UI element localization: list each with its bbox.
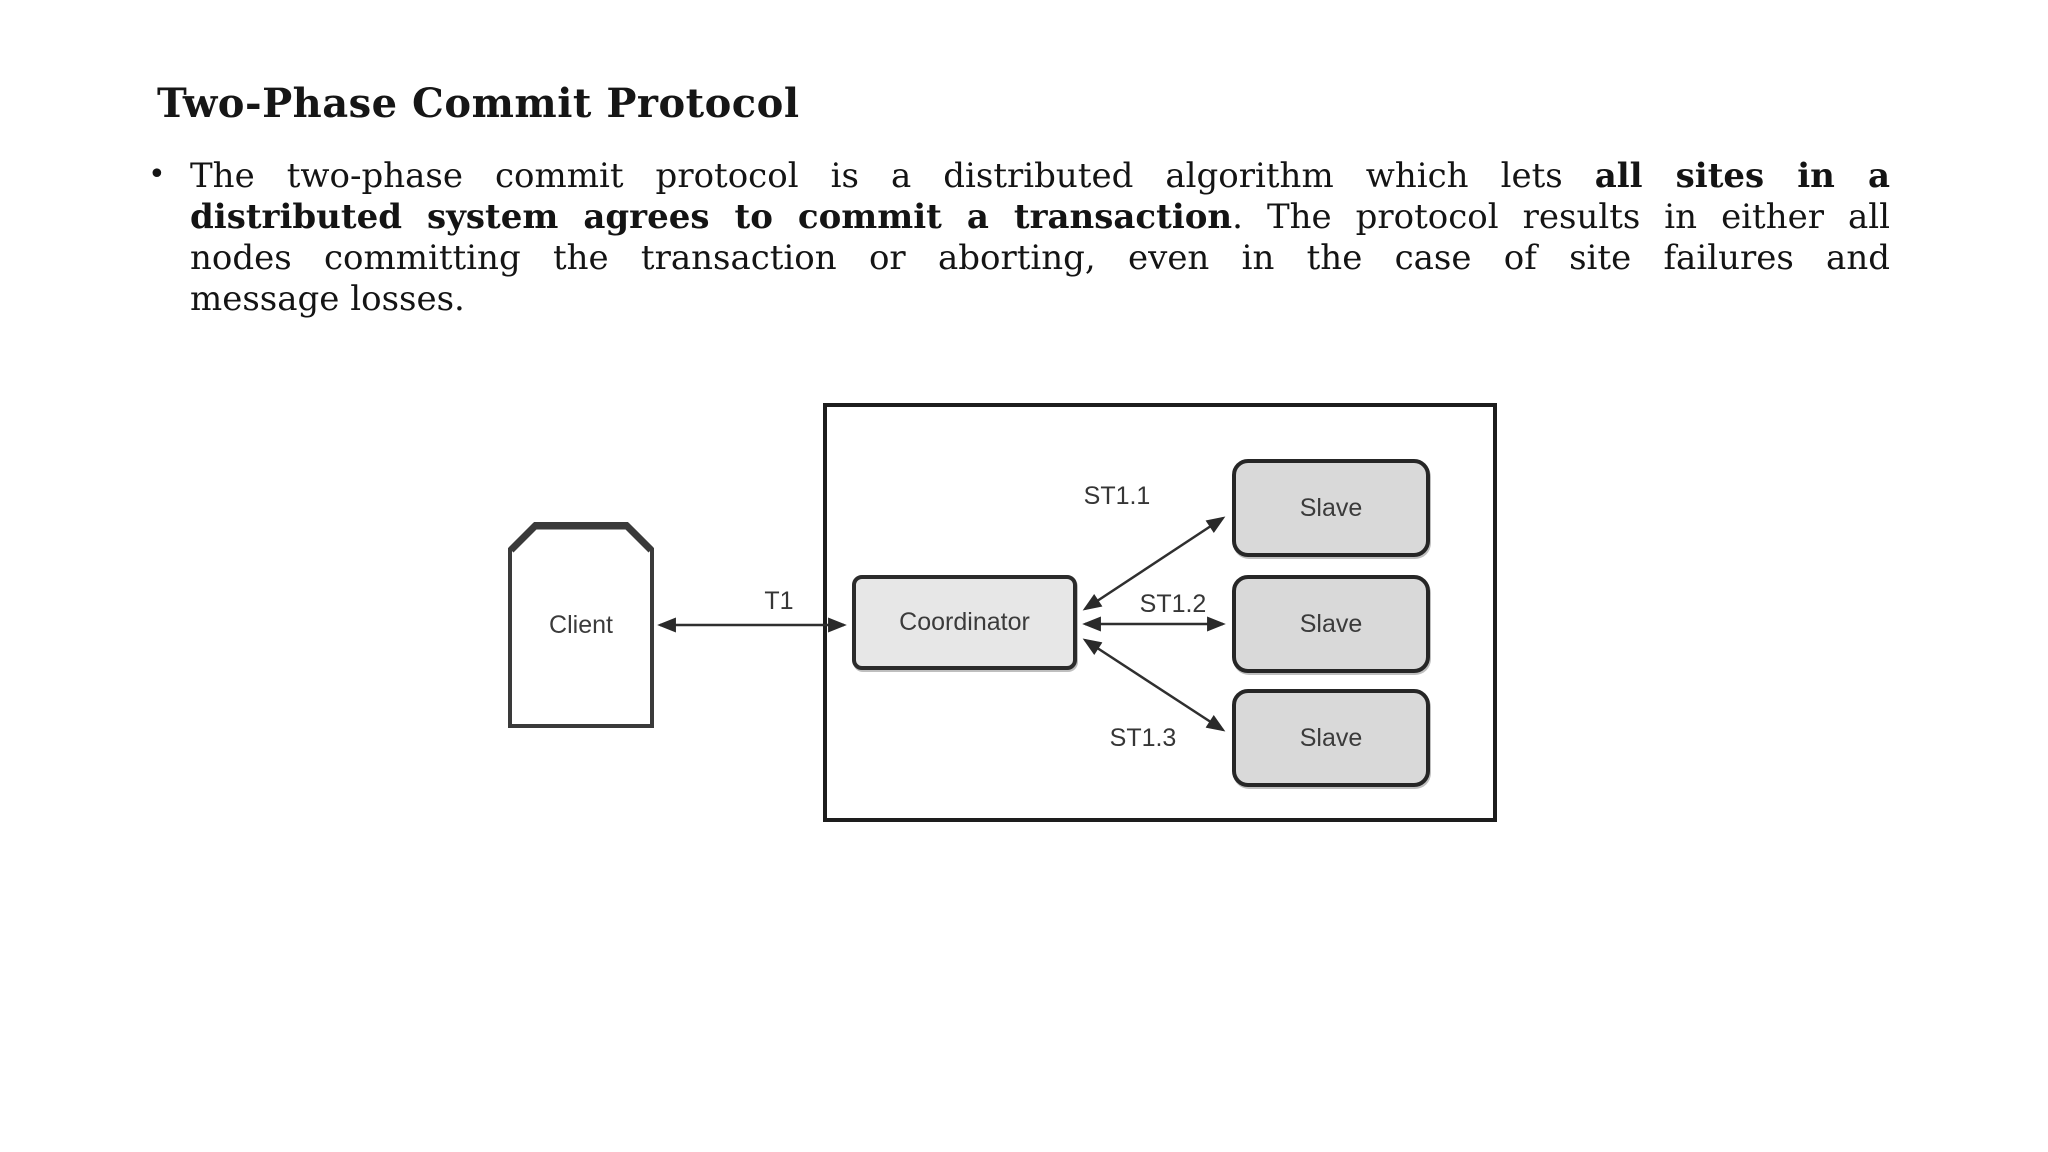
body-text: The two-phase commit protocol is a distr…	[190, 156, 1595, 196]
body-text: nodes committing the transaction or abor…	[190, 238, 1890, 278]
slave-node-3: Slave	[1232, 689, 1430, 787]
slave-node-1: Slave	[1232, 459, 1430, 557]
bullet-marker: •	[148, 157, 166, 192]
st12-edge-label: ST1.2	[1139, 590, 1207, 618]
page-title: Two-Phase Commit Protocol	[157, 80, 800, 127]
body-text: . The protocol results in either all	[1232, 197, 1890, 237]
slave-node-2: Slave	[1232, 575, 1430, 673]
st13-edge-label: ST1.3	[1109, 724, 1177, 752]
st13-arrow	[1082, 638, 1226, 732]
body-line: nodes committing the transaction or abor…	[190, 238, 1890, 279]
body-paragraph: • The two-phase commit protocol is a dis…	[148, 156, 1890, 320]
coordinator-node: Coordinator	[852, 575, 1077, 670]
st11-arrow	[1082, 516, 1226, 611]
body-line: distributed system agrees to commit a tr…	[190, 197, 1890, 238]
st11-edge-label: ST1.1	[1083, 482, 1151, 510]
client-shape-top-edge	[508, 522, 654, 553]
t1-edge-label: T1	[764, 587, 794, 615]
body-text-bold: distributed system agrees to commit a tr…	[190, 197, 1233, 237]
body-text-bold: all sites in a	[1594, 156, 1890, 196]
body-line: message losses.	[190, 279, 1890, 320]
body-text: message losses.	[190, 279, 465, 319]
client-node-label: Client	[549, 610, 613, 639]
body-line: The two-phase commit protocol is a distr…	[190, 156, 1890, 197]
